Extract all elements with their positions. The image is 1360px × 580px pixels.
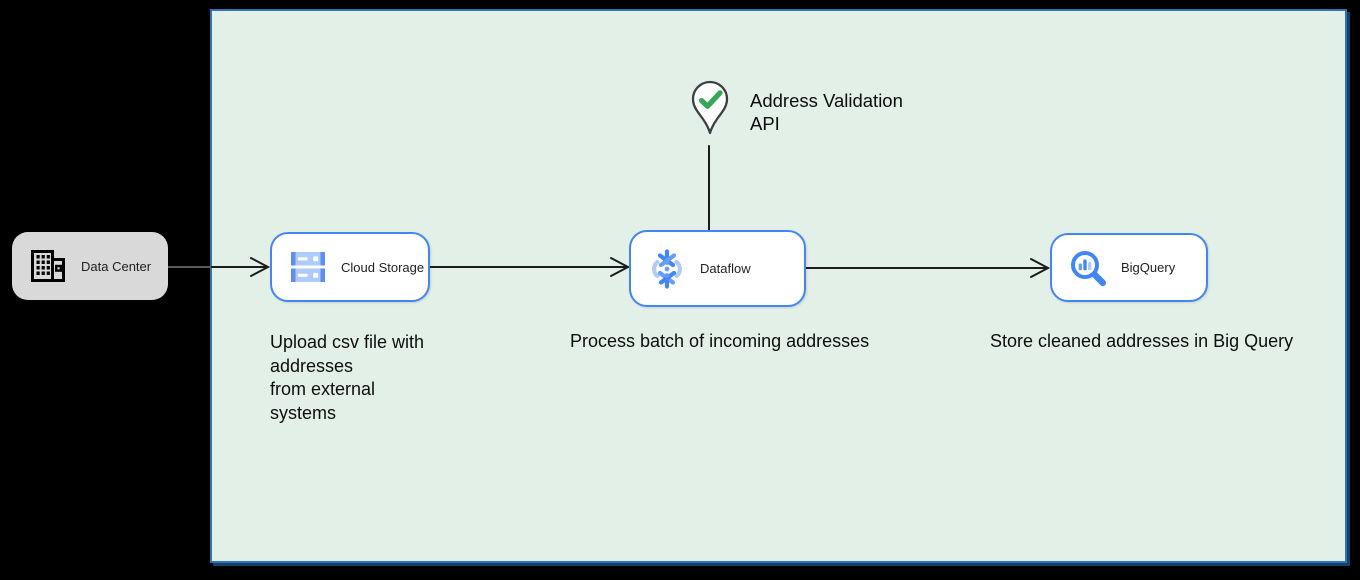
building-icon xyxy=(28,246,68,286)
cloud-storage-icon xyxy=(288,247,328,287)
location-pin-check-icon xyxy=(690,80,730,136)
caption-bigquery: Store cleaned addresses in Big Query xyxy=(990,331,1294,351)
node-label-data-center: Data Center xyxy=(81,258,152,274)
dataflow-icon xyxy=(647,248,687,289)
node-bigquery[interactable]: BigQuery xyxy=(1050,233,1208,302)
caption-cloud-storage: Upload csv file with addresses from exte… xyxy=(270,332,425,423)
node-data-center[interactable]: Data Center xyxy=(12,232,168,300)
node-cloud-storage[interactable]: Cloud Storage xyxy=(270,232,430,302)
node-dataflow[interactable]: Dataflow xyxy=(629,230,806,307)
node-label-cloud-storage: Cloud Storage xyxy=(341,259,425,275)
annotation-address-validation-api: Address Validation API xyxy=(750,90,903,134)
node-label-bigquery: BigQuery xyxy=(1121,260,1176,275)
bigquery-icon xyxy=(1068,248,1108,288)
node-label-dataflow: Dataflow xyxy=(700,261,751,276)
caption-dataflow: Process batch of incoming addresses xyxy=(570,331,870,351)
